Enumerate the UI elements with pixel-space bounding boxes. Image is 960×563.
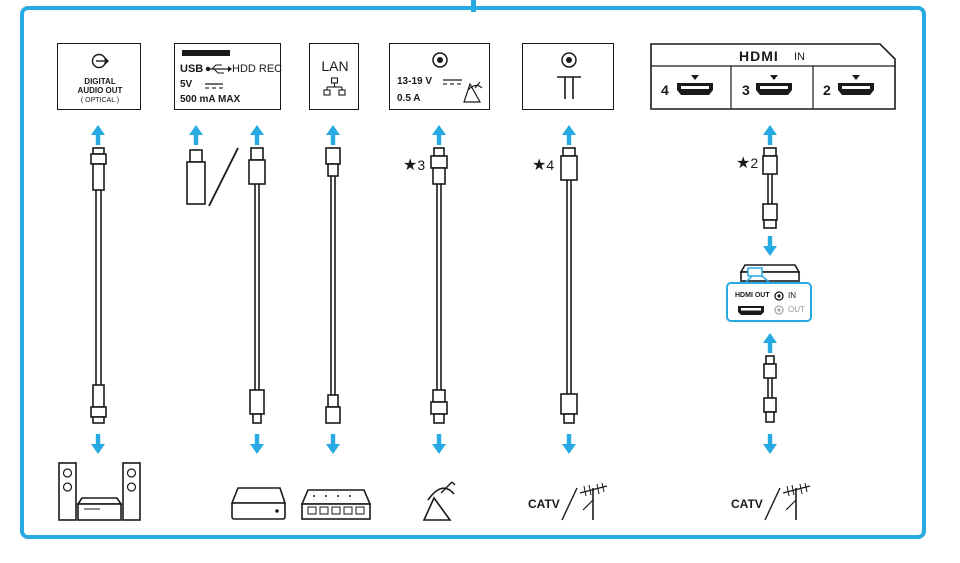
set-top-box-icon [726, 264, 812, 322]
optical-out-icon [91, 53, 109, 69]
note-2-marker: ★2 [736, 156, 758, 172]
lan-cable [325, 147, 341, 424]
star-icon: ★ [736, 155, 751, 172]
lan-label: LAN [321, 58, 349, 74]
optical-label-3: ( OPTICAL ) [80, 97, 120, 104]
usb-icon [205, 64, 232, 74]
usb-port-panel: USB HDD REC 5V 500 mA MAX [174, 43, 283, 110]
usb-slot-bar [182, 50, 230, 56]
hdmi-port-2-number: 2 [823, 82, 831, 98]
antenna-cable [560, 147, 578, 424]
coax-socket-icon [432, 52, 448, 68]
star-icon: ★ [532, 157, 547, 174]
hdmi-port-3-number: 3 [742, 82, 750, 98]
usb-voltage: 5V [180, 79, 193, 90]
catv-cable [763, 355, 777, 423]
note-3-marker: ★3 [403, 158, 425, 174]
hdmi-panel-outline [650, 43, 896, 110]
optical-label-1: DIGITAL [84, 77, 116, 86]
note-4-marker: ★4 [532, 158, 554, 174]
hdmi-port-4-icon [677, 75, 713, 95]
audio-system-icon [58, 462, 141, 521]
satellite-dish-small-icon [463, 81, 483, 103]
usb-label: USB [180, 63, 204, 75]
frame-notch [471, 0, 476, 12]
network-switch-icon [300, 489, 372, 520]
usb-current: 500 mA MAX [180, 94, 241, 105]
hdmi-port-2-icon [838, 75, 874, 95]
satellite-current: 0.5 A [397, 93, 421, 104]
hdmi-port-3-icon [756, 75, 792, 95]
hdmi-in-label: IN [794, 51, 805, 63]
hard-drive-icon [230, 487, 287, 520]
hdd-rec-label: HDD REC [232, 63, 283, 75]
catv-label-2: CATV [731, 497, 763, 511]
note-4-number: 4 [546, 157, 555, 173]
satellite-dc-icon [443, 79, 462, 85]
star-icon: ★ [403, 157, 418, 174]
usb-cable [248, 147, 266, 424]
antenna-socket-icon [557, 52, 581, 99]
catv-label-1: CATV [528, 497, 560, 511]
catv-antenna-icon-2 [764, 482, 811, 521]
stb-in-label: IN [788, 291, 796, 300]
catv-antenna-icon-1 [561, 482, 608, 521]
hdmi-logo: HDMI [739, 48, 779, 64]
optical-cable [90, 147, 107, 424]
optical-port-panel: DIGITAL AUDIO OUT ( OPTICAL ) [57, 43, 141, 110]
network-icon [323, 77, 346, 96]
stb-hdmi-out-label: HDMI OUT [735, 292, 770, 299]
usb-flash-drive-icon [186, 147, 239, 207]
satellite-voltage: 13-19 V [397, 76, 433, 87]
satellite-cable [430, 147, 448, 424]
hdmi-in-panel: HDMI IN 4 3 2 [650, 43, 896, 110]
dc-symbol-icon [205, 83, 223, 89]
note-3-number: 3 [417, 157, 426, 173]
stb-out-label: OUT [788, 305, 805, 314]
note-2-number: 2 [750, 155, 759, 171]
lan-port-panel: LAN [309, 43, 359, 110]
hdmi-port-4-number: 4 [661, 82, 669, 98]
hdmi-cable [762, 147, 778, 229]
satellite-dish-icon [422, 481, 456, 521]
antenna-port-panel [522, 43, 614, 110]
satellite-port-panel: 13-19 V 0.5 A [389, 43, 490, 110]
optical-label-2: AUDIO OUT [77, 86, 123, 95]
